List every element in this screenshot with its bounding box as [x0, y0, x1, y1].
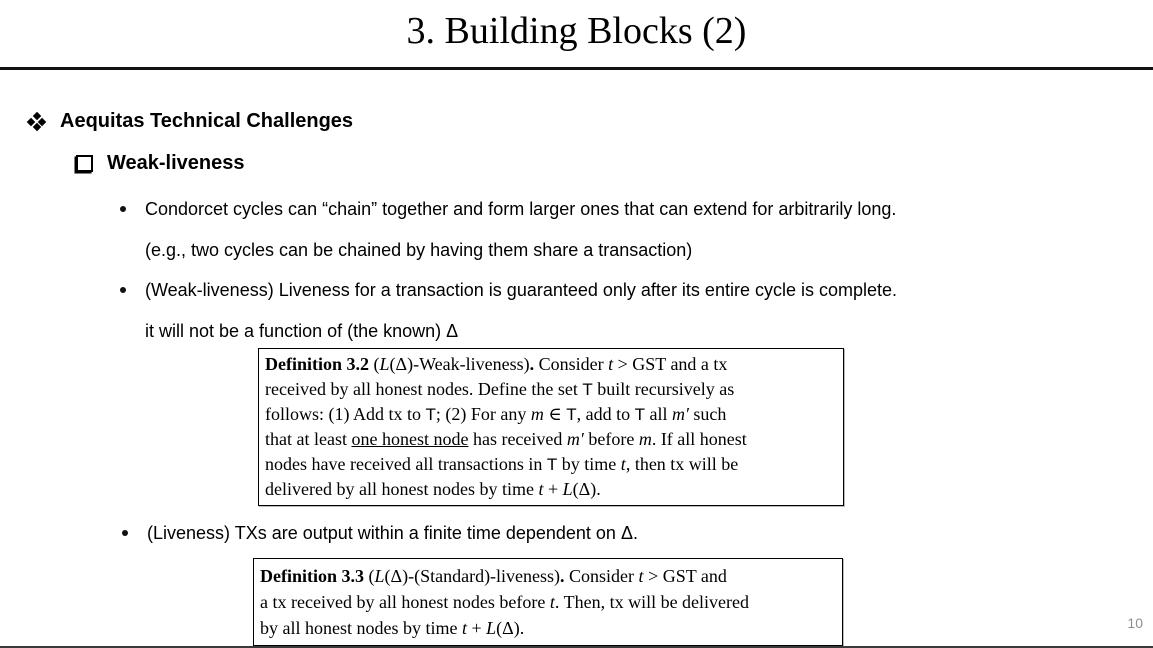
- bullet-item-liveness: (Liveness) TXs are output within a finit…: [120, 513, 638, 554]
- bullet-text: Condorcet cycles can “chain” together an…: [145, 189, 896, 271]
- subsection-heading: Weak-liveness: [76, 152, 245, 175]
- bottom-divider: [0, 646, 1153, 648]
- page-title: 3. Building Blocks (2): [406, 10, 747, 52]
- bullet-item-condorcet-cycles: Condorcet cycles can “chain” together an…: [118, 189, 896, 271]
- definition-line: follows: (1) Add tx to T; (2) For any m …: [265, 404, 727, 424]
- section-label: Aequitas Technical Challenges: [60, 110, 354, 132]
- bullet-item-weak-liveness: (Weak-liveness) Liveness for a transacti…: [118, 270, 897, 352]
- definition-line: received by all honest nodes. Define the…: [265, 379, 735, 399]
- definition-line: by all honest nodes by time t + L(Δ).: [260, 618, 525, 638]
- definition-line: a tx received by all honest nodes before…: [260, 592, 750, 612]
- subsection-label: Weak-liveness: [107, 152, 245, 174]
- bullet-dot-icon: [122, 530, 128, 536]
- title-divider: [0, 67, 1153, 70]
- text-line: Condorcet cycles can “chain” together an…: [145, 199, 897, 219]
- definition-line: nodes have received all transactions in …: [265, 454, 739, 474]
- bullet-dot-icon: [120, 287, 126, 293]
- text-line: (Weak-liveness) Liveness for a transacti…: [145, 280, 898, 300]
- text-line: (e.g., two cycles can be chained by havi…: [145, 240, 693, 260]
- definition-line: delivered by all honest nodes by time t …: [265, 479, 601, 499]
- checkbox-icon: [76, 155, 93, 172]
- definition-box-3-2: Definition 3.2 (L(Δ)-Weak-liveness). Con…: [258, 348, 844, 506]
- page-number: 10: [1127, 615, 1143, 631]
- definition-box-3-3: Definition 3.3 (L(Δ)-(Standard)-liveness…: [253, 558, 843, 646]
- bullet-dot-icon: [120, 206, 126, 212]
- bullet-text: (Liveness) TXs are output within a finit…: [147, 513, 638, 554]
- definition-line: Definition 3.3 (L(Δ)-(Standard)-liveness…: [260, 566, 727, 586]
- text-line: (Liveness) TXs are output within a finit…: [147, 523, 638, 543]
- section-heading: Aequitas Technical Challenges: [26, 110, 354, 133]
- text-line: it will not be a function of (the known)…: [145, 321, 459, 341]
- definition-line: Definition 3.2 (L(Δ)-Weak-liveness). Con…: [265, 354, 728, 374]
- four-diamonds-icon: [26, 111, 47, 132]
- bullet-text: (Weak-liveness) Liveness for a transacti…: [145, 270, 897, 352]
- definition-line: that at least one honest node has receiv…: [265, 429, 747, 449]
